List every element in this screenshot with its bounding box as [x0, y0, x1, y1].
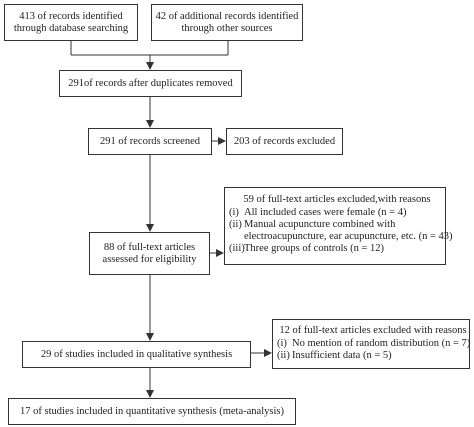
- excluded-text: 203 of records excluded: [233, 135, 336, 147]
- fulltext-excluded-item: (i) All included cases were female (n = …: [229, 207, 445, 219]
- eligibility-box: 88 of full-text articles assessed for el…: [89, 232, 210, 275]
- other-sources-box: 42 of additional records identified thro…: [151, 4, 303, 41]
- fulltext-excluded-item: electroacupuncture, ear acupuncture, etc…: [229, 231, 453, 243]
- screened-box: 291 of records screened: [88, 128, 212, 155]
- quantitative-box: 17 of studies included in quantitative s…: [8, 398, 296, 425]
- fulltext-excluded-item: (ii) Manual acupuncture combined with: [229, 219, 445, 231]
- duplicates-removed-text: 291of records after duplicates removed: [68, 77, 233, 89]
- item-number: (iii): [229, 243, 245, 254]
- database-records-box: 413 of records identified through databa…: [4, 4, 138, 41]
- excluded-box: 203 of records excluded: [226, 128, 343, 155]
- item-number: (ii): [229, 219, 242, 230]
- item-text: electroacupuncture, ear acupuncture, etc…: [244, 231, 453, 242]
- item-number: [229, 231, 244, 243]
- item-number: (i): [229, 207, 239, 218]
- other-sources-line-1: 42 of additional records identified: [155, 10, 299, 22]
- qual-excluded-item: (ii) Insufficient data (n = 5): [277, 350, 469, 362]
- item-text: No mention of random distribution (n = 7…: [292, 338, 471, 349]
- item-text: Manual acupuncture combined with: [244, 219, 396, 230]
- fulltext-excluded-item: (iii) Three groups of controls (n = 12): [229, 243, 445, 255]
- item-number: (i): [277, 338, 287, 349]
- qual-excluded-item: (i) No mention of random distribution (n…: [277, 338, 471, 350]
- item-text: Insufficient data (n = 5): [292, 350, 392, 361]
- item-number: (ii): [277, 350, 290, 361]
- qualitative-text: 29 of studies included in qualitative sy…: [40, 348, 233, 360]
- quantitative-text: 17 of studies included in quantitative s…: [20, 405, 284, 417]
- qual-excluded-box: 12 of full-text articles excluded with r…: [272, 319, 470, 369]
- eligibility-line-2: assessed for eligibility: [102, 253, 197, 265]
- qual-excluded-heading: 12 of full-text articles excluded with r…: [279, 325, 467, 336]
- database-records-line-2: through database searching: [13, 22, 129, 34]
- other-sources-line-2: through other sources: [181, 22, 273, 34]
- fulltext-excluded-heading: 59 of full-text articles excluded,with r…: [243, 194, 431, 205]
- item-text: All included cases were female (n = 4): [244, 207, 407, 218]
- qualitative-box: 29 of studies included in qualitative sy…: [22, 341, 251, 368]
- fulltext-excluded-box: 59 of full-text articles excluded,with r…: [224, 187, 453, 265]
- screened-text: 291 of records screened: [100, 135, 200, 147]
- duplicates-removed-box: 291of records after duplicates removed: [59, 70, 242, 97]
- item-text: Three groups of controls (n = 12): [244, 243, 385, 254]
- database-records-line-1: 413 of records identified: [19, 10, 123, 22]
- eligibility-line-1: 88 of full-text articles: [103, 241, 196, 253]
